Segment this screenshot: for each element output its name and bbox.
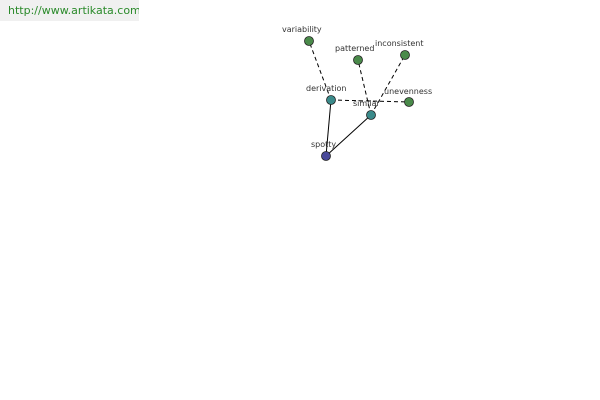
node-variability[interactable]	[304, 36, 314, 46]
edge-similar-patterned	[357, 59, 372, 116]
node-spotty[interactable]	[321, 151, 331, 161]
graph-edges	[308, 40, 410, 157]
edge-derivation-unevenness	[330, 99, 410, 103]
node-derivation[interactable]	[326, 95, 336, 105]
node-label-unevenness[interactable]: unevenness	[384, 87, 432, 96]
url-banner[interactable]: http://www.artikata.com	[0, 0, 139, 21]
node-patterned[interactable]	[353, 55, 363, 65]
node-inconsistent[interactable]	[400, 50, 410, 60]
node-label-derivation[interactable]: derivation	[306, 84, 346, 93]
node-unevenness[interactable]	[404, 97, 414, 107]
edge-similar-inconsistent	[370, 54, 406, 116]
edge-spotty-similar	[325, 114, 372, 157]
node-label-variability[interactable]: variability	[282, 25, 322, 34]
edge-spotty-derivation	[325, 99, 332, 157]
edge-derivation-variability	[308, 40, 332, 101]
graph-nodes	[304, 36, 414, 161]
node-similar[interactable]	[366, 110, 376, 120]
node-label-patterned[interactable]: patterned	[335, 44, 374, 53]
node-label-inconsistent[interactable]: inconsistent	[375, 39, 423, 48]
node-label-spotty[interactable]: spotty	[311, 140, 336, 149]
node-label-similar[interactable]: similar	[353, 99, 381, 108]
